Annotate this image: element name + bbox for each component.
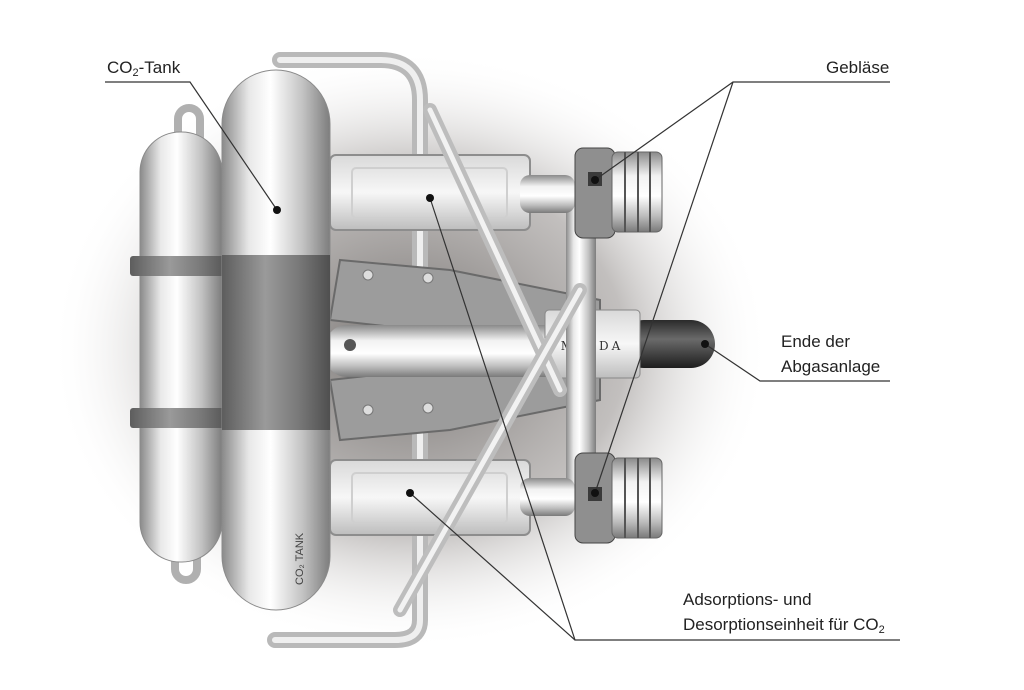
leader-co2-tank xyxy=(105,81,278,211)
bolt xyxy=(362,269,374,281)
bolt xyxy=(422,272,434,284)
dot-adsorption-lower xyxy=(406,489,414,497)
blower-pipe xyxy=(566,180,596,510)
bolt xyxy=(362,404,374,416)
cross-rod-highlight xyxy=(397,287,583,613)
small-tank xyxy=(139,131,223,563)
label-co2-prefix: CO xyxy=(107,58,133,77)
adsorption-unit-lower-panel xyxy=(351,472,508,524)
cross-rod-highlight xyxy=(427,107,563,393)
co2-tank-band xyxy=(222,255,330,430)
exhaust-tip xyxy=(620,320,715,368)
duct-upper xyxy=(520,175,575,213)
leader-ende xyxy=(704,343,890,382)
leader-dots xyxy=(273,176,709,497)
blower-lower xyxy=(574,452,663,544)
strap-lower xyxy=(130,408,230,428)
label-adsorption-prefix: Desorptionseinheit für CO xyxy=(683,615,879,634)
strap-upper xyxy=(130,256,230,276)
label-adsorption-line1: Adsorptions- und xyxy=(683,590,812,609)
bolt xyxy=(422,402,434,414)
label-ende-line2: Abgasanlage xyxy=(781,357,881,376)
dot-ende xyxy=(701,340,709,348)
leader-geblaese-lower xyxy=(594,81,734,494)
label-co2-sub: 2 xyxy=(132,67,139,79)
label-ende-line1: Ende der xyxy=(781,332,850,351)
bolt xyxy=(344,339,356,351)
leader-adsorption-lower xyxy=(409,492,576,641)
co2-tank-marking: CO₂ TANK xyxy=(294,532,306,585)
label-co2-suffix: -Tank xyxy=(138,58,181,77)
loop-pipe-highlight xyxy=(272,57,423,643)
leader-lines xyxy=(105,81,900,641)
blower-upper xyxy=(574,147,663,239)
duct-lower xyxy=(520,478,575,516)
dot-geblaese-upper xyxy=(591,176,599,184)
label-co2-tank: CO2-Tank xyxy=(107,56,180,79)
label-adsorption-sub: 2 xyxy=(878,624,885,636)
label-geblaese: Gebläse xyxy=(826,58,890,77)
label-adsorption-line2: Desorptionseinheit für CO2 xyxy=(683,613,885,636)
dot-co2-tank xyxy=(273,206,281,214)
adsorption-unit-upper-panel xyxy=(351,167,508,219)
dot-geblaese-lower xyxy=(591,489,599,497)
dot-adsorption-upper xyxy=(426,194,434,202)
